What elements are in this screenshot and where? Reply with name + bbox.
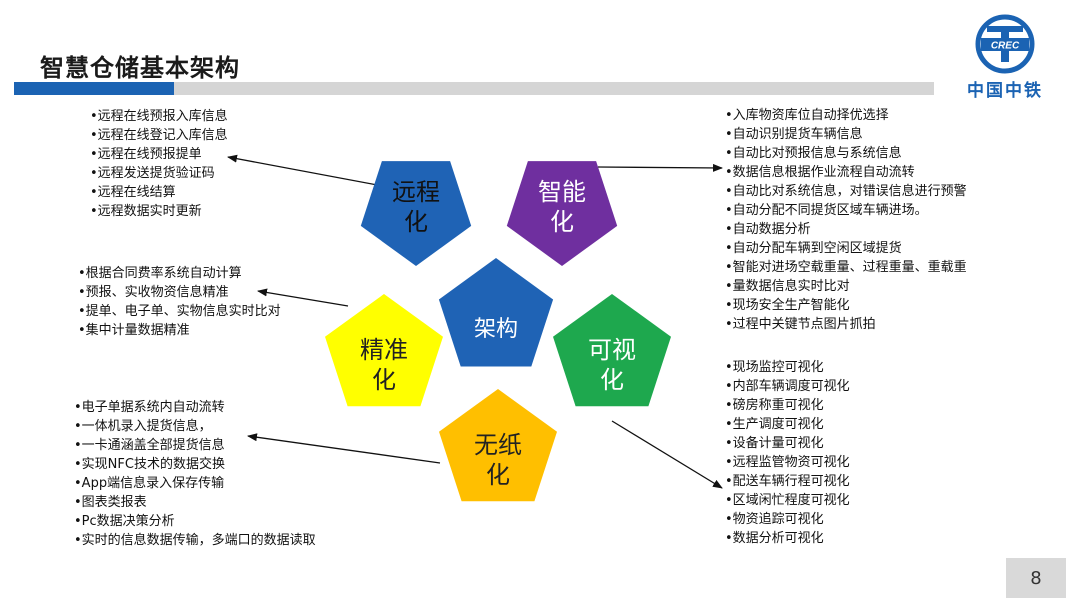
remote-pentagon bbox=[360, 161, 472, 266]
remote-feature-item: 远程在线结算 bbox=[90, 183, 228, 202]
paperless-feature-item: 一体机录入提货信息， bbox=[74, 417, 316, 436]
title-underline-bar bbox=[14, 82, 934, 95]
paperless-feature-item: 实时的信息数据传输，多端口的数据读取 bbox=[74, 531, 316, 550]
remote-feature-list: 远程在线预报入库信息远程在线登记入库信息远程在线预报提单远程发送提货验证码远程在… bbox=[90, 107, 228, 221]
visual-feature-item: 磅房称重可视化 bbox=[725, 396, 850, 415]
paperless-feature-item: App端信息录入保存传输 bbox=[74, 474, 316, 493]
paperless-label-line2: 化 bbox=[486, 461, 510, 489]
remote-feature-item: 远程发送提货验证码 bbox=[90, 164, 228, 183]
logo-emblem-text: CREC bbox=[991, 41, 1020, 52]
smart-feature-item: 数据信息根据作业流程自动流转 bbox=[725, 163, 967, 182]
precise-feature-item: 预报、实收物资信息精准 bbox=[78, 283, 281, 302]
precise-feature-item: 集中计量数据精准 bbox=[78, 321, 281, 340]
visual-feature-item: 现场监控可视化 bbox=[725, 358, 850, 377]
visual-feature-item: 配送车辆行程可视化 bbox=[725, 472, 850, 491]
visual-feature-item: 生产调度可视化 bbox=[725, 415, 850, 434]
paperless-feature-item: 一卡通涵盖全部提货信息 bbox=[74, 436, 316, 455]
visual-feature-item: 远程监管物资可视化 bbox=[725, 453, 850, 472]
visual-pentagon bbox=[553, 294, 671, 407]
paperless-feature-item: 图表类报表 bbox=[74, 493, 316, 512]
visual-feature-item: 区域闲忙程度可视化 bbox=[725, 491, 850, 510]
smart-feature-list: 入库物资库位自动择优选择自动识别提货车辆信息自动比对预报信息与系统信息数据信息根… bbox=[725, 106, 967, 334]
smart-feature-item: 智能对进场空载重量、过程重量、重载重 bbox=[725, 258, 967, 277]
visual-feature-item: 设备计量可视化 bbox=[725, 434, 850, 453]
paperless-feature-item: 实现NFC技术的数据交换 bbox=[74, 455, 316, 474]
logo-text: 中国中铁 bbox=[967, 81, 1043, 101]
crec-logo: CREC 中国中铁 bbox=[955, 14, 1055, 104]
smart-feature-item: 自动数据分析 bbox=[725, 220, 967, 239]
visual-feature-item: 数据分析可视化 bbox=[725, 529, 850, 548]
smart-feature-item: 入库物资库位自动择优选择 bbox=[725, 106, 967, 125]
smart-label-line2: 化 bbox=[550, 208, 574, 236]
paperless-feature-item: 电子单据系统内自动流转 bbox=[74, 398, 316, 417]
paperless-feature-list: 电子单据系统内自动流转一体机录入提货信息，一卡通涵盖全部提货信息实现NFC技术的… bbox=[74, 398, 316, 550]
visual-feature-item: 内部车辆调度可视化 bbox=[725, 377, 850, 396]
crec-emblem-icon: CREC bbox=[975, 14, 1035, 74]
smart-pentagon bbox=[506, 161, 618, 266]
precise-label-line2: 化 bbox=[372, 366, 396, 394]
precise-feature-list: 根据合同费率系统自动计算预报、实收物资信息精准提单、电子单、实物信息实时比对集中… bbox=[78, 264, 281, 340]
precise-feature-item: 提单、电子单、实物信息实时比对 bbox=[78, 302, 281, 321]
smart-feature-item: 量数据信息实时比对 bbox=[725, 277, 967, 296]
precise-label-line1: 精准 bbox=[360, 336, 408, 364]
center-label: 架构 bbox=[474, 317, 518, 342]
visual-feature-list: 现场监控可视化内部车辆调度可视化磅房称重可视化生产调度可视化设备计量可视化远程监… bbox=[725, 358, 850, 548]
smart-feature-item: 过程中关键节点图片抓拍 bbox=[725, 315, 967, 334]
center-pentagon bbox=[438, 258, 554, 367]
remote-label-line1: 远程 bbox=[392, 178, 440, 206]
remote-feature-item: 远程在线登记入库信息 bbox=[90, 126, 228, 145]
smart-feature-item: 自动比对预报信息与系统信息 bbox=[725, 144, 967, 163]
smart-feature-item: 自动分配车辆到空闲区域提货 bbox=[725, 239, 967, 258]
precise-feature-item: 根据合同费率系统自动计算 bbox=[78, 264, 281, 283]
visual-label-line1: 可视 bbox=[588, 336, 636, 364]
smart-label-line1: 智能 bbox=[538, 178, 586, 206]
remote-label-line2: 化 bbox=[404, 208, 428, 236]
paperless-pentagon bbox=[439, 389, 557, 502]
paperless-feature-item: Pc数据决策分析 bbox=[74, 512, 316, 531]
arrow-smart bbox=[597, 163, 723, 172]
paperless-label-line1: 无纸 bbox=[474, 431, 522, 459]
page-number: 8 bbox=[1006, 558, 1066, 598]
smart-feature-item: 自动比对系统信息，对错误信息进行预警 bbox=[725, 182, 967, 201]
page-title: 智慧仓储基本架构 bbox=[40, 54, 240, 82]
smart-feature-item: 现场安全生产智能化 bbox=[725, 296, 967, 315]
smart-feature-item: 自动识别提货车辆信息 bbox=[725, 125, 967, 144]
smart-feature-item: 自动分配不同提货区域车辆进场。 bbox=[725, 201, 967, 220]
visual-feature-item: 物资追踪可视化 bbox=[725, 510, 850, 529]
precise-pentagon bbox=[325, 294, 443, 407]
arrow-remote bbox=[227, 154, 389, 188]
visual-label-line2: 化 bbox=[600, 366, 624, 394]
remote-feature-item: 远程在线预报入库信息 bbox=[90, 107, 228, 126]
arrow-visual bbox=[611, 420, 723, 489]
remote-feature-item: 远程数据实时更新 bbox=[90, 202, 228, 221]
remote-feature-item: 远程在线预报提单 bbox=[90, 145, 228, 164]
